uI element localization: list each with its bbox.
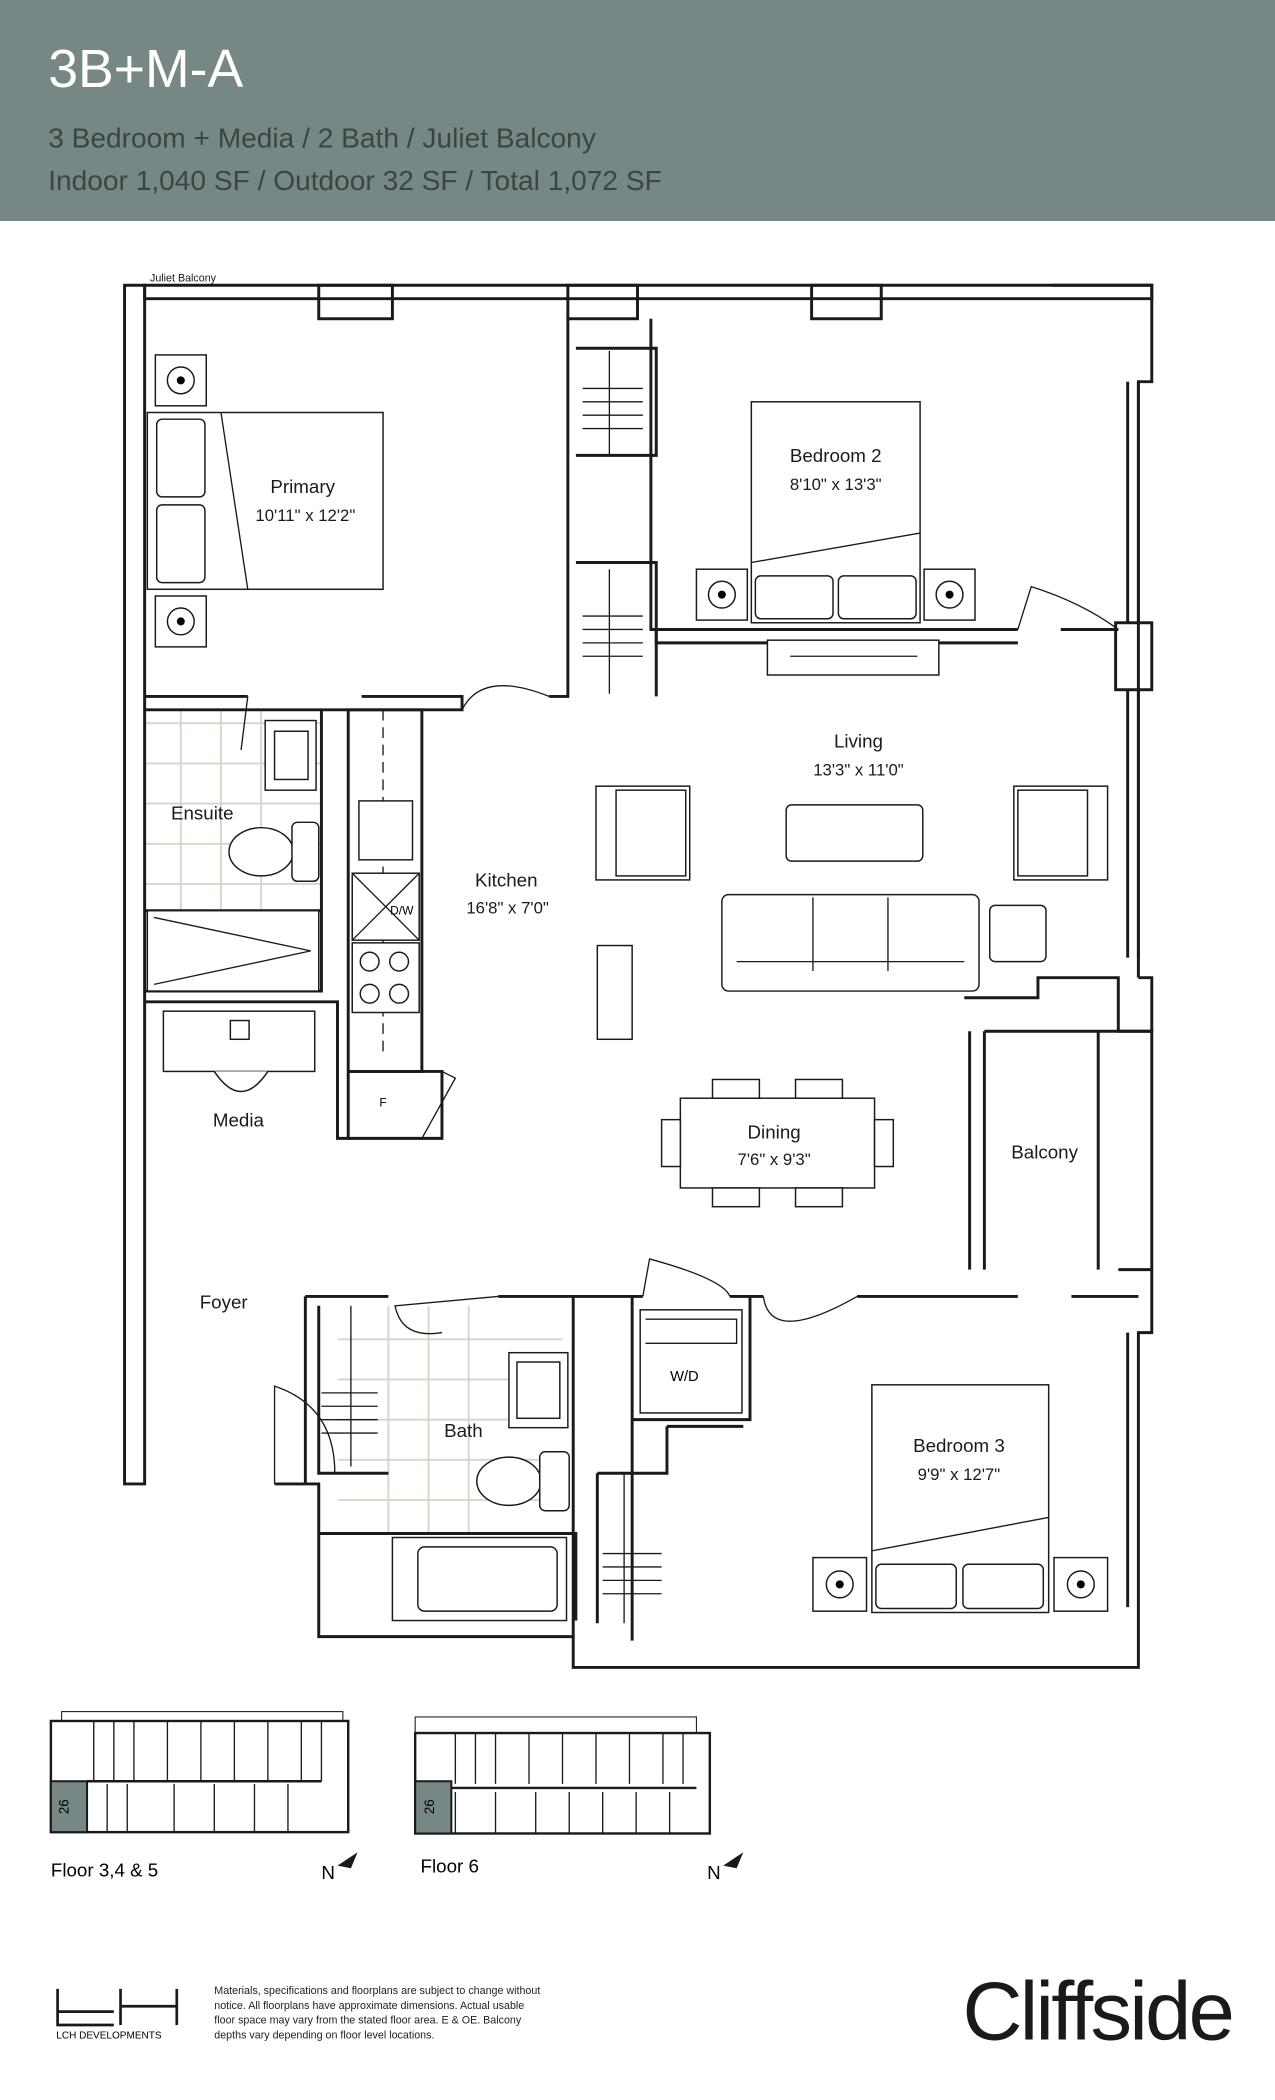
header-band: 3B+M-A 3 Bedroom + Media / 2 Bath / Juli…	[0, 0, 1275, 221]
key-plan-floor-3-4-5: 26 Floor 3,4 & 5 N	[49, 1711, 358, 1883]
primary-bed	[146, 354, 384, 648]
north-arrow-icon	[723, 1852, 744, 1869]
laundry-unit	[639, 1309, 743, 1414]
kitchen-counters	[351, 709, 420, 1059]
north-label: N	[321, 1862, 335, 1883]
room-kitchen-dims: 16'8" x 7'0"	[466, 898, 549, 917]
brand-logo: Cliffside	[962, 1965, 1232, 2058]
bath-tiles	[337, 1305, 563, 1534]
unit-description: 3 Bedroom + Media / 2 Bath / Juliet Balc…	[48, 122, 596, 153]
laundry-label: W/D	[670, 1369, 699, 1385]
disclaimer-line: Materials, specifications and floorplans…	[214, 1985, 540, 1997]
key-plan-unit: 26	[56, 1799, 71, 1814]
room-ensuite: Ensuite	[171, 803, 234, 824]
room-living: Living	[834, 730, 883, 751]
juliet-balcony-label: Juliet Balcony	[150, 272, 217, 284]
disclaimer-line: notice. All floorplans have approximate …	[214, 2000, 524, 2012]
room-dining-dims: 7'6" x 9'3"	[738, 1150, 811, 1169]
unit-name: 3B+M-A	[48, 40, 243, 99]
north-arrow-icon	[337, 1852, 358, 1869]
room-bath: Bath	[444, 1420, 483, 1441]
room-primary-dims: 10'11" x 12'2"	[255, 506, 355, 525]
room-bedroom2: Bedroom 2	[790, 445, 882, 466]
room-primary: Primary	[270, 476, 335, 497]
room-balcony: Balcony	[1011, 1141, 1078, 1162]
room-kitchen: Kitchen	[475, 870, 538, 891]
living-furniture	[595, 785, 1109, 1041]
key-plan-label: Floor 3,4 & 5	[51, 1859, 158, 1880]
closets	[321, 350, 662, 1624]
room-living-dims: 13'3" x 11'0"	[813, 760, 904, 779]
bedroom2-bed	[695, 401, 976, 676]
developer-name: LCH DEVELOPMENTS	[56, 2030, 162, 2041]
room-bedroom3-dims: 9'9" x 12'7"	[918, 1465, 1001, 1484]
footer: LCH DEVELOPMENTS Materials, specificatio…	[56, 1965, 1235, 2058]
key-plan-floor-6: 26 Floor 6 N	[413, 1716, 744, 1883]
disclaimer-line: floor space may vary from the stated flo…	[214, 2015, 522, 2027]
dishwasher-label: D/W	[390, 904, 414, 918]
north-label: N	[707, 1862, 721, 1883]
fridge-label: F	[379, 1095, 386, 1109]
unit-areas: Indoor 1,040 SF / Outdoor 32 SF / Total …	[48, 165, 662, 196]
room-bedroom2-dims: 8'10" x 13'3"	[790, 475, 882, 494]
dining-table	[660, 1078, 895, 1208]
room-bedroom3: Bedroom 3	[913, 1435, 1005, 1456]
disclaimer-line: depths vary depending on floor level loc…	[214, 2029, 434, 2041]
floor-plan: Juliet Balcony Primary 10'11" x 12'2" Be…	[123, 272, 1154, 1669]
bath-fixtures	[391, 1351, 570, 1622]
key-plan-label: Floor 6	[421, 1855, 479, 1876]
room-media: Media	[213, 1109, 265, 1130]
bedroom3-bed	[812, 1384, 1109, 1614]
room-foyer: Foyer	[200, 1291, 248, 1312]
ensuite-fixtures	[146, 719, 320, 992]
lch-logo: LCH DEVELOPMENTS	[56, 1988, 179, 2041]
media-desk	[162, 1010, 316, 1093]
room-dining: Dining	[748, 1121, 801, 1142]
key-plan-unit: 26	[422, 1799, 437, 1814]
